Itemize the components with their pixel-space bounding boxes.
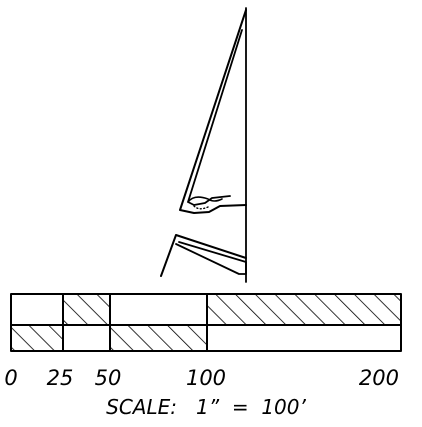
upper-pier-outline [179,9,247,214]
scale-segment-bottom-0-25 [11,325,63,351]
scale-tick-label-100: 100 [186,366,226,390]
pier-hook-detail [187,196,223,203]
pier-drawing [160,7,247,283]
pier-curl-detail [193,205,209,210]
scale-caption: SCALE: 1” = 100’ [106,395,306,419]
scale-segment-top-100-200 [207,294,401,325]
scale-tick-label-50: 50 [95,366,122,390]
scale-segment-top-25-50 [63,294,110,325]
upper-pier-inner-outline [187,29,243,206]
lower-pier-inner-outline [175,241,247,275]
scale-tick-label-200: 200 [359,366,399,390]
graphic-scale-bar: 0 25 50 100 200 SCALE: 1” = 100’ [4,293,402,419]
scale-tick-label-25: 25 [47,366,74,390]
lower-pier-outline [160,234,247,277]
scale-segment-bottom-50-100 [110,325,207,351]
scale-tick-label-0: 0 [4,366,17,390]
